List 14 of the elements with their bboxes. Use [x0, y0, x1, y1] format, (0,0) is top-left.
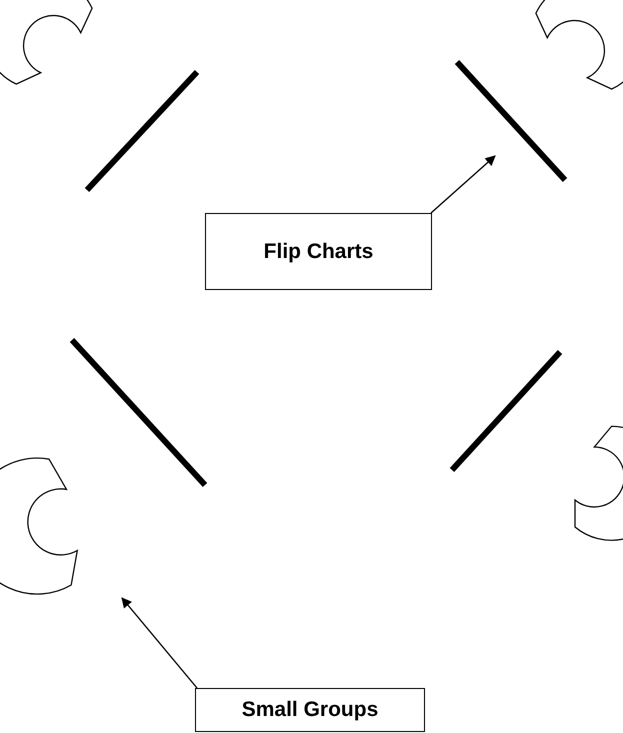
leader-line: [121, 597, 198, 688]
flip-chart: [450, 350, 562, 472]
box-label: Small Groups: [242, 698, 378, 722]
leader-line: [430, 155, 496, 214]
flip-chart: [70, 338, 208, 488]
seating-arc: [0, 0, 93, 85]
seating-arc: [535, 0, 623, 90]
label-box: [205, 213, 432, 290]
seating-arc: [0, 458, 78, 595]
flip-chart: [454, 60, 568, 182]
box-label: Flip Charts: [264, 240, 374, 264]
seating-arc: [574, 426, 623, 541]
flip-chart: [84, 70, 200, 192]
label-box: [195, 688, 425, 732]
